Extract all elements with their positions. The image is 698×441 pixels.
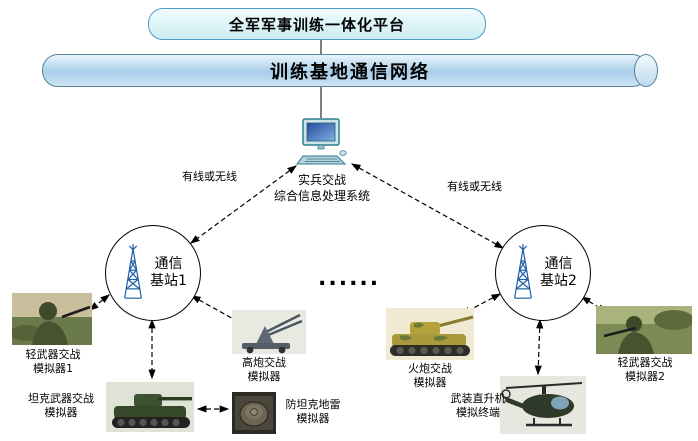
- base-station-1-label: 通信 基站1: [150, 256, 187, 290]
- label-line2: 模拟器2: [625, 370, 665, 383]
- label-line1: 高炮交战: [242, 356, 286, 369]
- aa-gun-simulator-image: [232, 310, 306, 354]
- platform-box: 全军军事训练一体化平台: [148, 8, 486, 40]
- light-weapon-simulator-1-label: 轻武器交战 模拟器1: [8, 348, 98, 376]
- link-bs2-lightweapon2: [580, 296, 608, 313]
- antenna-tower-icon: [124, 244, 143, 299]
- base-station-1-line1: 通信: [154, 256, 183, 272]
- link-computer-bs1: [190, 165, 297, 244]
- label-line1: 轻武器交战: [25, 348, 81, 361]
- link-label-right: 有线或无线: [447, 180, 502, 193]
- light-weapon-simulator-2-image: [596, 306, 692, 354]
- label-line2: 模拟器1: [33, 362, 73, 375]
- label-line1: 坦克武器交战: [28, 392, 94, 405]
- label-line2: 模拟终端: [456, 406, 500, 419]
- link-bs2-helicopter: [534, 318, 544, 376]
- network-title: 训练基地通信网络: [270, 61, 430, 83]
- label-line2: 模拟器: [44, 406, 78, 419]
- base-station-1: 通信 基站1: [105, 225, 201, 321]
- light-weapon-simulator-1-image: [12, 293, 92, 345]
- processing-system-label: 实兵交战 综合信息处理系统: [247, 172, 397, 204]
- base-station-2-line1: 通信: [544, 256, 573, 272]
- platform-title: 全军军事训练一体化平台: [228, 15, 405, 34]
- anti-tank-mine-simulator-image: [232, 392, 276, 434]
- link-computer-bs2: [350, 163, 505, 249]
- network-cylinder: 训练基地通信网络: [42, 54, 658, 87]
- anti-tank-mine-simulator-label: 防坦克地雷 模拟器: [276, 398, 350, 426]
- computer-icon: [296, 118, 347, 165]
- label-line1: 武装直升机: [450, 392, 506, 405]
- base-station-1-line2: 基站1: [150, 273, 187, 289]
- cylinder-end-cap: [634, 54, 658, 87]
- base-station-2-label: 通信 基站2: [540, 256, 577, 290]
- label-line2: 模拟器: [247, 370, 281, 383]
- base-station-2-line2: 基站2: [540, 273, 577, 289]
- helicopter-terminal-image: [500, 376, 586, 434]
- tank-weapon-simulator-image: [106, 382, 194, 432]
- label-line1: 轻武器交战: [617, 356, 673, 369]
- ellipsis-more-stations: ......: [318, 266, 381, 291]
- artillery-simulator-image: [386, 308, 474, 360]
- link-label-left: 有线或无线: [182, 170, 237, 183]
- light-weapon-simulator-2-label: 轻武器交战 模拟器2: [600, 356, 690, 384]
- label-line2: 模拟器: [296, 412, 330, 425]
- antenna-tower-icon: [514, 244, 533, 299]
- label-line1: 防坦克地雷: [285, 398, 341, 411]
- link-bs1-lightweapon1: [89, 294, 110, 311]
- aa-gun-simulator-label: 高炮交战 模拟器: [222, 356, 306, 384]
- helicopter-terminal-label: 武装直升机 模拟终端: [444, 392, 512, 420]
- label-line1: 火炮交战: [408, 362, 452, 375]
- processing-system-line2: 综合信息处理系统: [273, 189, 370, 203]
- processing-system-line1: 实兵交战: [297, 173, 346, 187]
- base-station-2: 通信 基站2: [495, 225, 591, 321]
- artillery-simulator-label: 火炮交战 模拟器: [390, 362, 470, 390]
- label-line2: 模拟器: [413, 376, 447, 389]
- tank-weapon-simulator-label: 坦克武器交战 模拟器: [16, 392, 106, 420]
